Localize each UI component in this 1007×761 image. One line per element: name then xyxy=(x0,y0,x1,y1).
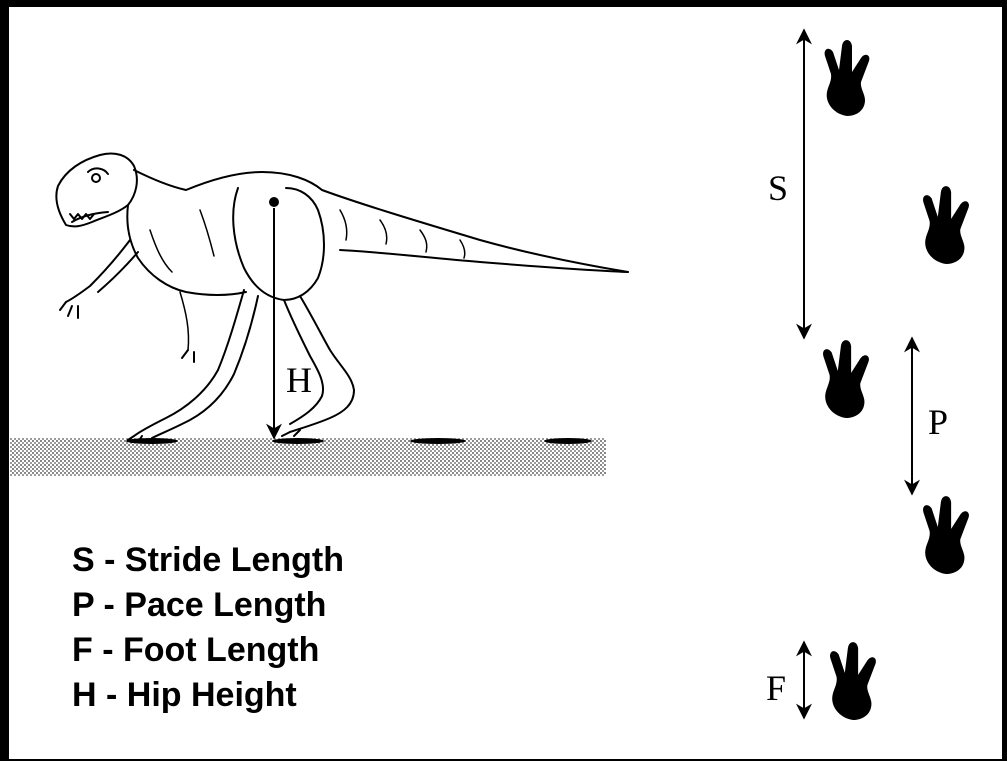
three-toed-footprint-icon xyxy=(923,186,969,264)
three-toed-footprint-icon xyxy=(823,340,869,418)
legend-item-foot: F - Foot Length xyxy=(72,628,344,673)
foot-label: F xyxy=(766,668,786,708)
three-toed-footprint-icon xyxy=(825,40,870,116)
trackway xyxy=(823,40,969,720)
pace-label: P xyxy=(928,402,948,442)
legend-item-stride: S - Stride Length xyxy=(72,538,344,583)
theropod-dinosaur-icon xyxy=(56,153,628,442)
pace-measure: P xyxy=(912,338,948,494)
stride-measure: S xyxy=(768,30,804,338)
hip-height-label: H xyxy=(286,360,312,400)
foot-measure: F xyxy=(766,642,804,718)
three-toed-footprint-icon xyxy=(923,496,969,574)
legend-item-pace: P - Pace Length xyxy=(72,583,344,628)
legend-item-hip: H - Hip Height xyxy=(72,673,344,718)
hip-point xyxy=(269,197,279,207)
legend: S - Stride Length P - Pace Length F - Fo… xyxy=(72,538,344,718)
stride-label: S xyxy=(768,168,788,208)
three-toed-footprint-icon xyxy=(830,642,876,720)
